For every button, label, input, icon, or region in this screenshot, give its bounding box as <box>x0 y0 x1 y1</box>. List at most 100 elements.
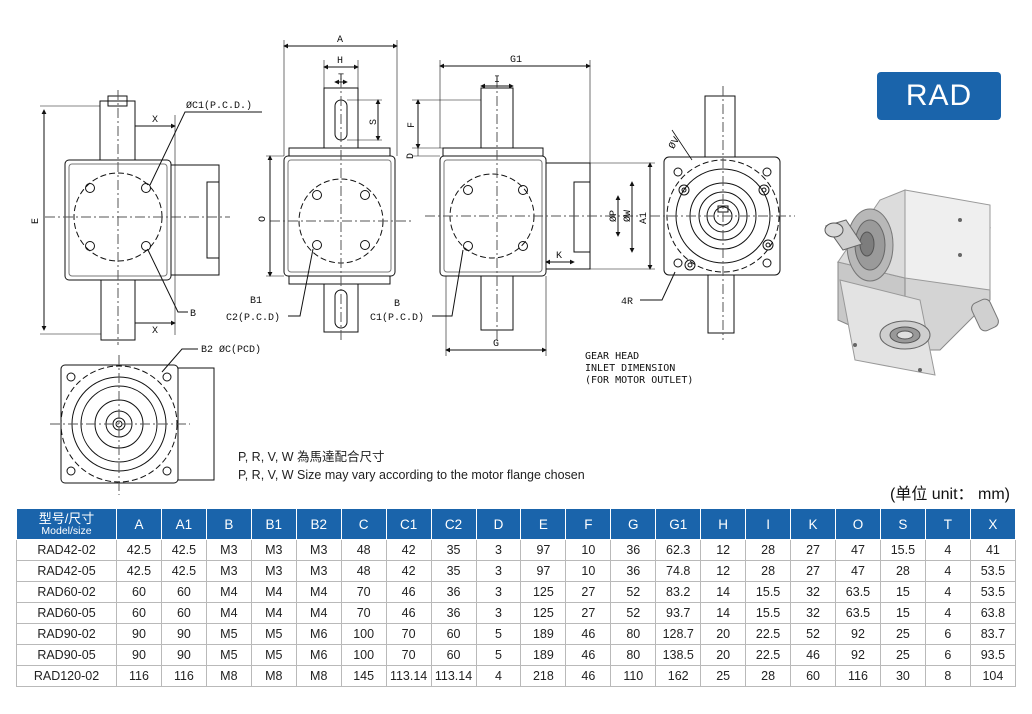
header-col-c1: C1 <box>385 508 432 540</box>
header-col-k: K <box>790 508 836 540</box>
table-cell: 36 <box>430 602 477 624</box>
table-cell: 63.5 <box>835 602 881 624</box>
label-c1-pcd-side: C1(P.C.D) <box>370 312 424 324</box>
table-cell: 20 <box>700 623 747 645</box>
label-b2: B2 ØC(PCD) <box>201 344 261 356</box>
header-col-b2: B2 <box>295 508 342 540</box>
table-cell: M4 <box>250 581 297 603</box>
table-cell: 27 <box>565 602 612 624</box>
table-cell: M6 <box>295 644 342 666</box>
table-cell: 42.5 <box>160 539 207 561</box>
table-cell: M3 <box>295 539 342 561</box>
table-cell: 15.5 <box>879 539 926 561</box>
header-col-g: G <box>610 508 657 540</box>
isometric-illustration <box>824 189 999 376</box>
label-b1: B1 <box>250 296 262 307</box>
table-cell: 6 <box>924 623 971 645</box>
table-cell: 125 <box>520 602 567 624</box>
table-cell: 22.5 <box>745 623 792 645</box>
model-badge: RAD <box>877 72 1001 120</box>
table-cell: 63.5 <box>835 581 881 603</box>
table-cell: 27 <box>565 581 612 603</box>
table-cell: 113.14 <box>385 665 432 687</box>
table-cell: 97 <box>520 539 567 561</box>
front-view-left <box>40 90 262 345</box>
table-cell: 42 <box>385 539 432 561</box>
table-cell: 4 <box>924 581 971 603</box>
table-cell: 20 <box>700 644 747 666</box>
table-cell: M3 <box>205 539 252 561</box>
label-a: A <box>337 35 343 46</box>
table-cell: 62.3 <box>655 539 702 561</box>
header-col-e: E <box>520 508 567 540</box>
table-cell: M8 <box>250 665 297 687</box>
table-cell: 138.5 <box>655 644 702 666</box>
header-col-f: F <box>565 508 612 540</box>
label-h: H <box>337 56 343 67</box>
label-a1: A1 <box>639 212 650 224</box>
table-cell: M4 <box>205 581 252 603</box>
table-cell: M6 <box>295 623 342 645</box>
motor-size-note-en: P, R, V, W Size may vary according to th… <box>238 468 585 482</box>
motor-size-note-zh: P, R, V, W 為馬達配合尺寸 <box>238 450 385 464</box>
table-cell: 47 <box>835 539 881 561</box>
label-f: F <box>407 122 418 128</box>
label-p: ØP <box>608 210 620 222</box>
table-cell: 4 <box>924 602 971 624</box>
table-cell: M3 <box>205 560 252 582</box>
header-col-b: B <box>205 508 252 540</box>
table-cell: 46 <box>385 581 432 603</box>
table-cell: 83.2 <box>655 581 702 603</box>
label-b-front: B <box>190 309 196 320</box>
label-i: I <box>494 75 500 86</box>
table-cell: M3 <box>250 539 297 561</box>
table-cell: 27 <box>790 560 836 582</box>
label-w: ØW <box>622 210 634 222</box>
table-cell: 12 <box>700 560 747 582</box>
table-cell: 70 <box>340 581 387 603</box>
table-cell: 3 <box>475 602 522 624</box>
table-cell: 12 <box>700 539 747 561</box>
table-cell: 28 <box>745 665 792 687</box>
table-cell: 92 <box>835 644 881 666</box>
label-g1: G1 <box>510 55 522 66</box>
header-col-a: A <box>116 508 162 540</box>
table-cell: 128.7 <box>655 623 702 645</box>
label-s: S <box>369 119 380 125</box>
table-cell: 6 <box>924 644 971 666</box>
table-cell: 28 <box>745 539 792 561</box>
table-cell: 93.5 <box>969 644 1017 666</box>
table-cell: 42.5 <box>116 560 162 582</box>
table-cell: M5 <box>205 623 252 645</box>
table-cell: 53.5 <box>969 560 1017 582</box>
table-cell: 110 <box>610 665 657 687</box>
table-cell: 104 <box>969 665 1017 687</box>
header-col-c: C <box>340 508 387 540</box>
table-cell: 41 <box>969 539 1017 561</box>
label-4r: 4R <box>621 297 633 308</box>
table-cell: M3 <box>295 560 342 582</box>
table-cell: 28 <box>745 560 792 582</box>
table-cell: M3 <box>250 560 297 582</box>
model-cell: RAD42-02 <box>16 539 117 561</box>
label-g: G <box>493 339 499 350</box>
label-v: ØV <box>667 135 683 151</box>
table-cell: 70 <box>340 602 387 624</box>
table-cell: 25 <box>879 644 926 666</box>
table-cell: M4 <box>205 602 252 624</box>
header-col-g1: G1 <box>655 508 702 540</box>
table-cell: 15.5 <box>745 581 792 603</box>
table-cell: 3 <box>475 539 522 561</box>
table-cell: 30 <box>879 665 926 687</box>
table-cell: 90 <box>116 644 162 666</box>
table-cell: 28 <box>879 560 926 582</box>
table-cell: 36 <box>430 581 477 603</box>
table-cell: 4 <box>475 665 522 687</box>
table-cell: 5 <box>475 644 522 666</box>
table-cell: M4 <box>250 602 297 624</box>
table-cell: 116 <box>160 665 207 687</box>
header-col-s: S <box>879 508 926 540</box>
